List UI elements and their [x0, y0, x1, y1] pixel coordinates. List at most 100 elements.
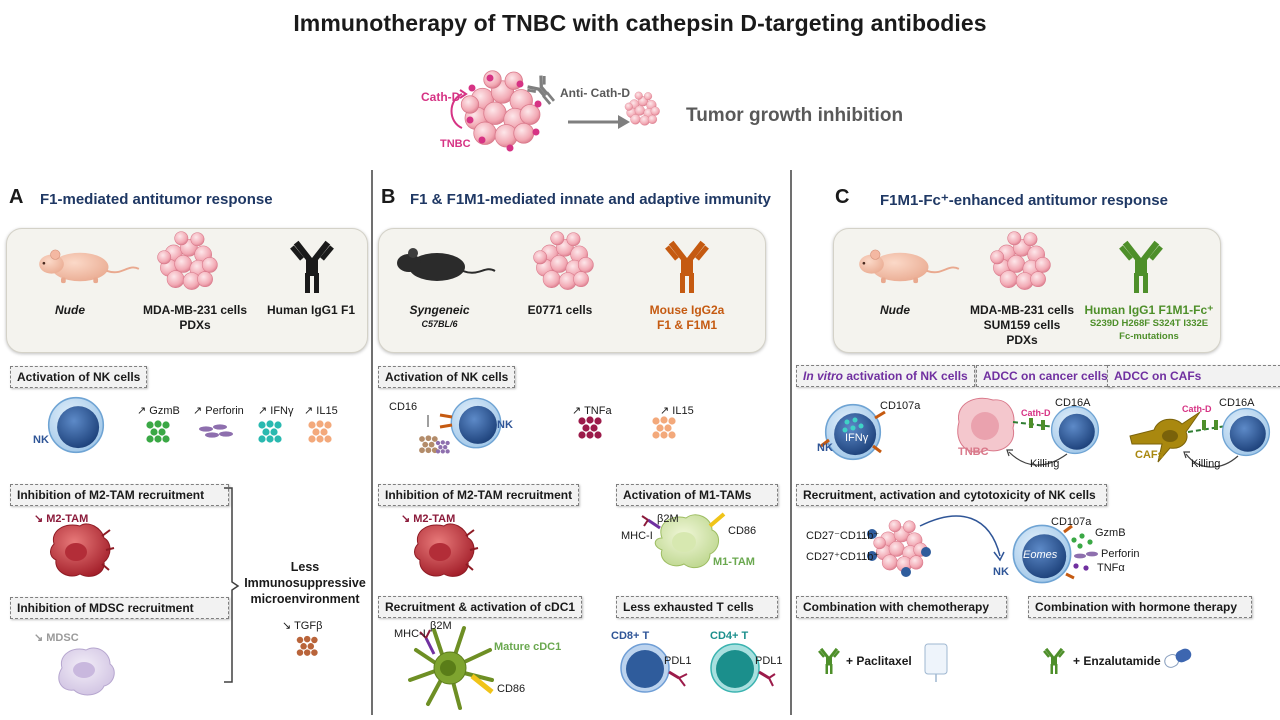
panel-b-cdc1-b2m: β2M: [430, 620, 452, 632]
panel-c-title: F1M1-Fc⁺-enhanced antitumor response: [880, 192, 1168, 209]
panel-a-model-icons: [38, 231, 360, 295]
panel-b-model-label: Syngeneic: [409, 303, 470, 317]
panel-a-m2-tam-label: ↘ M2-TAM: [34, 513, 89, 525]
marker-il15-b: ↗ IL15: [660, 405, 694, 417]
panel-b-cd8-label: CD8+ T: [611, 630, 650, 642]
panel-a-title: F1-mediated antitumor response: [40, 191, 273, 208]
header-tumor-illustration: [450, 70, 660, 152]
marker-perforin: ↗ Perforin: [193, 405, 244, 417]
panel-c-cd27pos-label: CD27⁺CD11b⁺: [806, 551, 880, 563]
nk-cell-graphic: [47, 396, 105, 454]
nude-mouse-icon: [38, 248, 140, 285]
marker-ifng: ↗ IFNγ: [258, 405, 294, 417]
anti-cath-d-label: Anti- Cath-D: [560, 86, 630, 100]
panel-b-nk-activation-box: Activation of NK cells: [378, 366, 516, 388]
panel-a-nk-label: NK: [33, 434, 49, 446]
cath-d-particles: [466, 74, 542, 152]
panel-c-invitro-box: In vitro activation of NK cells: [796, 365, 975, 387]
panel-c-killing-label-2: Killing: [1191, 458, 1221, 470]
panel-c-cd107a-label: CD107a: [880, 400, 921, 412]
nk-cell-graphic: [450, 397, 502, 449]
panel-c-recruitment-box: Recruitment, activation and cytotoxicity…: [796, 484, 1107, 506]
panel-c-tnbc-label: TNBC: [958, 446, 989, 458]
page-title: Immunotherapy of TNBC with cathepsin D-t…: [293, 10, 987, 36]
panel-a-m2-inhibition-box: Inhibition of M2-TAM recruitment: [10, 484, 229, 506]
panel-c-hormone-graphic: [1042, 648, 1192, 676]
panel-a-nk-activation-box: Activation of NK cells: [10, 366, 148, 388]
panel-b-pdl1-label-cd4: PDL1: [755, 655, 783, 667]
panel-a-nk-markers-graphic: [47, 396, 332, 454]
panel-a-tgfb-label: ↘ TGFβ: [282, 620, 323, 632]
secretion-arrow: [450, 93, 463, 129]
capsule-icon: [1164, 648, 1192, 668]
panel-c-cells-label-1: MDA-MB-231 cells: [969, 303, 1075, 317]
panel-b-mature-cdc1-label: Mature cDC1: [494, 641, 562, 653]
panel-c-tnfa-label: TNFα: [1097, 562, 1125, 574]
marker-tnfa: ↗ TNFa: [572, 405, 612, 417]
panel-b-m2-tam-label: ↘ M2-TAM: [401, 513, 456, 525]
panel-c-killing-label-1: Killing: [1030, 458, 1060, 470]
invitro-italic: In vitro: [803, 369, 844, 383]
panel-c-cath-d-label: Cath-D: [1021, 408, 1051, 418]
divider-ab: [371, 170, 373, 715]
tumor-growth-inhibition: Tumor growth inhibition: [686, 105, 904, 126]
panel-a-cells-label-2: PDXs: [179, 318, 211, 332]
panel-b-b2m-label: β2M: [657, 513, 679, 525]
panel-b-m2-macrophage: [413, 522, 479, 578]
panel-b-tcells-box: Less exhausted T cells: [616, 596, 778, 618]
panel-b-cdc1-cd86: CD86: [497, 683, 526, 695]
mouse-igg2a-antibody-icon: [667, 245, 707, 293]
ifng-dots: [258, 420, 282, 443]
iv-bag-icon: [924, 643, 948, 675]
panel-c-cafs-cd16a-label: CD16A: [1219, 397, 1255, 409]
panel-b-cd4-label: CD4+ T: [710, 630, 749, 642]
tnfa-dots: [578, 416, 602, 439]
panel-b-cdc1-graphic: [408, 626, 494, 710]
panel-a-mdsc-inhibition-box: Inhibition of MDSC recruitment: [10, 597, 229, 619]
panel-b-nk-label: NK: [497, 419, 513, 431]
marker-il15: ↗ IL15: [304, 405, 338, 417]
panel-c-ifng-label: IFNγ: [845, 432, 869, 444]
panel-a-outcome-1: Less: [290, 560, 320, 574]
mda-tumor-graphic: [157, 231, 218, 290]
panel-b-antibody-label-1: Mouse IgG2a: [649, 303, 725, 317]
panel-b-cd16-label: CD16: [389, 401, 418, 413]
panel-c-eomes-label: Eomes: [1023, 549, 1058, 561]
panel-a-outcome-2: Immunosuppressive: [244, 576, 366, 590]
f1m1-fc-antibody-icon: [1121, 245, 1161, 293]
panel-b-cells-label: E0771 cells: [527, 303, 593, 317]
panel-c-adcc-cafs-graphic: [1129, 407, 1271, 468]
panel-a-mdsc-cell: [58, 647, 115, 696]
gzmb-dots: [146, 420, 170, 443]
tgfb-dots: [296, 635, 318, 656]
panel-c-mutations-label: Fc-mutations: [1119, 331, 1179, 342]
perforin-dots: [199, 424, 233, 438]
human-igg1-antibody-icon: [292, 245, 332, 293]
panel-a-bracket: [224, 487, 240, 683]
panel-b-letter: B: [381, 186, 396, 208]
divider-bc: [790, 170, 792, 715]
il15-dots: [652, 416, 676, 439]
panel-c-letter: C: [835, 186, 850, 208]
nude-mouse-icon: [858, 248, 960, 285]
panel-c-mutations: S239D H268F S324T I332E: [1089, 318, 1209, 329]
panel-c-adcc-cancer-graphic: [957, 397, 1100, 466]
panel-b-m1-activation-box: Activation of M1-TAMs: [616, 484, 778, 506]
panel-b-m1-tam-graphic: [641, 512, 726, 569]
panel-b-antibody-label-2: F1 & F1M1: [656, 318, 717, 332]
arrow-right-icon: [618, 115, 630, 129]
panel-c-hormone-box: Combination with hormone therapy: [1028, 596, 1252, 618]
panel-c-cafs-cath-d-label: Cath-D: [1182, 404, 1212, 414]
panel-c-cells-label-2: SUM159 cells: [983, 318, 1061, 332]
panel-c-recruit-nk-label: NK: [993, 566, 1009, 578]
mda-tumor-graphic-c: [990, 231, 1051, 290]
panel-b-model-icons: [397, 231, 760, 295]
e0771-tumor-graphic: [533, 231, 594, 290]
panel-c-adcc-cafs-box: ADCC on CAFs: [1107, 365, 1280, 387]
panel-c-model-label: Nude: [880, 303, 910, 317]
panel-c-cells-label-3: PDXs: [1006, 333, 1038, 347]
tumor-with-nk: [873, 519, 928, 573]
secretion-dots: [419, 435, 438, 454]
marker-gzmb: ↗ GzmB: [137, 405, 180, 417]
panel-b-nk-graphic: [419, 397, 676, 454]
